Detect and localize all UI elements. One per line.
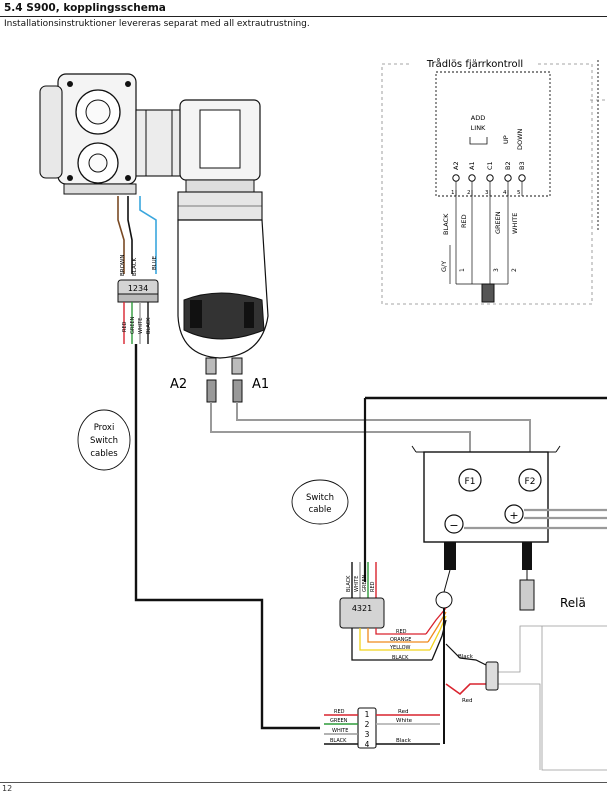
page-number: 12: [2, 784, 13, 793]
remote-add-label: ADD: [471, 114, 485, 122]
page-subtitle: Installationsinstruktioner levereras sep…: [4, 19, 310, 29]
wire-black-label: BLACK: [132, 258, 138, 276]
remote-terminal-label: B3: [518, 161, 526, 170]
relay-plus-label: +: [509, 509, 518, 522]
wire-label-gy: G/Y: [440, 261, 448, 272]
remote-pin-number: 2: [467, 190, 471, 196]
remote-up-label: UP: [502, 135, 510, 144]
junction-in-black: BLACK: [330, 738, 347, 744]
remote-terminal: [518, 174, 526, 182]
remote-terminal-label: C1: [486, 161, 494, 170]
remote-pin-number: 3: [485, 190, 489, 196]
switch-connector: BLACK WHITE GREEN RED 4321 RED ORANGE YE…: [339, 562, 432, 661]
switch-bubble-line2: cable: [309, 505, 332, 515]
switch-wire-black: BLACK: [346, 575, 352, 592]
remote-control: Trådlös fjärrkontroll ADD LINK UP DOWN A…: [381, 57, 607, 305]
remote-title: Trådlös fjärrkontroll: [426, 57, 523, 70]
pin-bottom-2: 2: [511, 268, 518, 272]
junction-pin-4: 4: [365, 740, 370, 749]
wire-brown-label: BROWN: [120, 255, 126, 276]
switch-bubble-line1: Switch: [306, 493, 334, 503]
wire-red-label: RED: [122, 321, 128, 332]
remote-cable-plug: [481, 283, 495, 303]
switch-out-black: BLACK: [392, 655, 409, 661]
footer-rule: [0, 782, 607, 783]
remote-pin-number: 1: [451, 190, 455, 196]
switch-wire-green: GREEN: [362, 574, 368, 592]
remote-terminal: [486, 174, 494, 182]
motor-connector-pins: 1234: [128, 284, 148, 293]
remote-link-label: LINK: [471, 124, 486, 132]
wire-label-black: BLACK: [442, 213, 450, 235]
junction-pin-3: 3: [365, 730, 370, 739]
remote-pin-number: 4: [503, 190, 507, 196]
remote-terminal: [468, 174, 476, 182]
remote-terminal: [452, 174, 460, 182]
motor-label-a2: A2: [170, 377, 187, 392]
relay-minus-label: −: [449, 519, 458, 532]
switch-cable-bubble: Switch cable: [291, 479, 349, 525]
switch-out-yellow: YELLOW: [389, 645, 411, 651]
relay-label: Relä: [560, 596, 586, 610]
proxi-upper-wires: BROWN BLACK BLUE: [117, 196, 158, 276]
motor-label-a1: A1: [252, 377, 269, 392]
label-black-small: Black: [458, 654, 474, 660]
remote-down-label: DOWN: [516, 128, 524, 150]
junction-pin-2: 2: [365, 720, 370, 729]
junction-out-black: Black: [396, 738, 412, 744]
proxi-main-cable: [134, 344, 320, 730]
wire-label-white: WHITE: [511, 213, 519, 234]
relay-f2-label: F2: [525, 477, 536, 487]
label-red-small: Red: [462, 698, 472, 704]
switch-out-red: RED: [396, 629, 407, 635]
wire-label-green: GREEN: [494, 211, 502, 234]
remote-pin-number: 5: [517, 190, 521, 196]
junction-out-white: White: [396, 718, 413, 724]
junction-block: RED GREEN WHITE BLACK 1 2 3 4 Red White …: [324, 707, 440, 749]
wire-bundle: Black Red: [425, 607, 542, 770]
page-title: 5.4 S900, kopplingsschema: [4, 2, 166, 14]
remote-terminal: [504, 174, 512, 182]
motor-connector: 1234: [117, 279, 159, 303]
pin-bottom-1: 1: [459, 268, 466, 272]
proxi-bubble-line2: Switch: [90, 436, 118, 446]
wire-blue-label: BLUE: [152, 255, 158, 270]
switch-out-orange: ORANGE: [390, 637, 411, 643]
wire-white-label: WHITE: [138, 318, 144, 334]
switch-wire-red: RED: [370, 581, 376, 592]
remote-terminal-label: A2: [452, 161, 460, 170]
header-rule: [0, 16, 607, 17]
switch-wire-white: WHITE: [354, 576, 360, 592]
remote-terminal-label: A1: [468, 161, 476, 170]
pin-bottom-3: 3: [493, 268, 500, 272]
relay-f1-label: F1: [465, 477, 476, 487]
wire-black-label-lower: BLACK: [146, 317, 152, 334]
motor-lower-wires: RED GREEN WHITE BLACK: [122, 302, 152, 344]
wire-label-red: RED: [460, 214, 468, 228]
junction-out-red: Red: [398, 709, 408, 715]
switch-connector-pins: 4321: [352, 604, 372, 613]
motor-assembly: A2 A1: [39, 73, 269, 403]
junction-in-red: RED: [334, 709, 345, 715]
remote-terminal-label: B2: [504, 161, 512, 170]
junction-pin-1: 1: [365, 710, 370, 719]
relay: F1 F2 − + Relä: [411, 445, 607, 771]
motor-to-relay-cables: [210, 396, 607, 582]
proxi-bubble-line3: cables: [90, 449, 118, 459]
proxi-bubble-line1: Proxi: [94, 423, 115, 433]
junction-in-green: GREEN: [330, 718, 348, 724]
wire-green-label: GREEN: [130, 316, 136, 334]
proxi-switch-bubble: Proxi Switch cables: [77, 409, 131, 471]
junction-in-white: WHITE: [332, 728, 348, 734]
